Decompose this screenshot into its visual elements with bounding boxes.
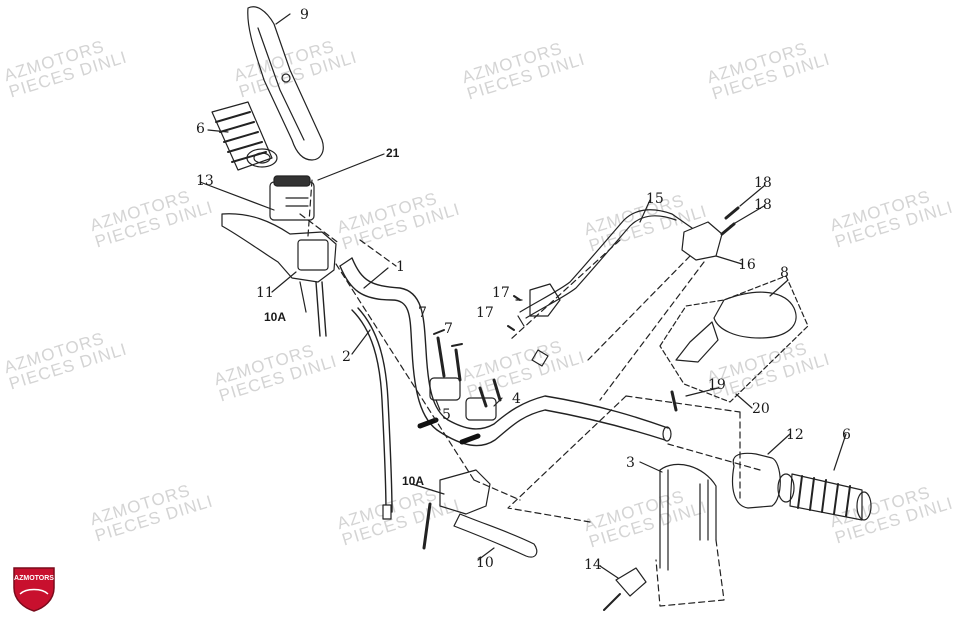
callout-7: 7 (444, 321, 453, 337)
callout-7: 7 (418, 305, 427, 321)
handlebar (339, 257, 672, 447)
callout-8: 8 (780, 265, 789, 281)
callout-15: 15 (646, 191, 664, 207)
callout-4: 4 (512, 391, 521, 407)
callout-5: 5 (442, 407, 451, 423)
callout-18: 18 (754, 197, 772, 213)
callout-3: 3 (626, 455, 635, 471)
callout-6: 6 (196, 121, 205, 137)
callout-13: 13 (196, 173, 214, 189)
callout-18: 18 (754, 175, 772, 191)
callout-17: 17 (476, 305, 494, 321)
callout-12: 12 (786, 427, 804, 443)
callout-17: 17 (492, 285, 510, 301)
callout-11: 11 (256, 285, 274, 301)
callout-20: 20 (752, 401, 770, 417)
logo-wordmark: AZMOTORS (14, 575, 54, 582)
callout-14: 14 (584, 557, 602, 573)
left-lever-assembly (221, 213, 337, 337)
callout-10a: 10A (264, 310, 287, 324)
mirror (659, 275, 809, 412)
callout-19: 19 (708, 377, 726, 393)
right-switch (731, 452, 795, 509)
callout-10: 10 (476, 555, 494, 571)
right-lever (422, 469, 538, 558)
callout-10a: 10A (402, 474, 425, 488)
callout-16: 16 (738, 257, 756, 273)
right-grip (789, 473, 872, 521)
azmotors-shield-logo (13, 567, 55, 612)
top-lever (247, 6, 324, 161)
callout-21: 21 (386, 146, 400, 160)
reservoir (269, 175, 315, 221)
callout-2: 2 (342, 349, 351, 365)
left-grip (211, 101, 278, 171)
callout-1: 1 (396, 259, 405, 275)
callout-9: 9 (300, 7, 309, 23)
callout-6: 6 (842, 427, 851, 443)
